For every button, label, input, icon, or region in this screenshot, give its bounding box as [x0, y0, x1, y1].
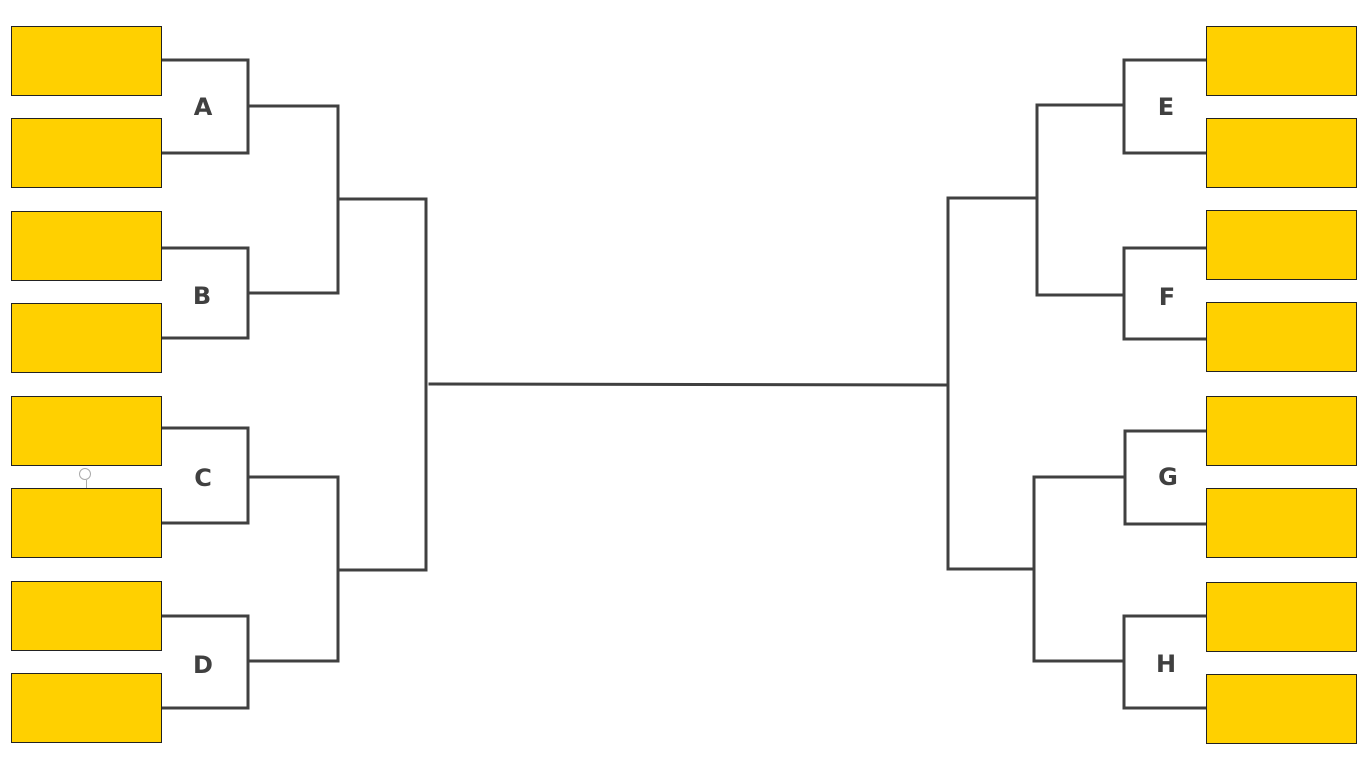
team-slot-left-1[interactable]	[11, 26, 162, 96]
bracket-label-f: F	[1158, 283, 1176, 311]
team-slot-right-5[interactable]	[1206, 396, 1357, 466]
bracket-label-b: B	[192, 282, 212, 310]
team-slot-left-8[interactable]	[11, 673, 162, 743]
team-slot-right-6[interactable]	[1206, 488, 1357, 558]
bracket-label-c: C	[194, 464, 212, 492]
team-slot-left-4[interactable]	[11, 303, 162, 373]
bracket-label-g: G	[1158, 463, 1178, 491]
bracket-label-h: H	[1155, 650, 1177, 678]
rotate-handle-line	[86, 480, 87, 488]
team-slot-right-8[interactable]	[1206, 674, 1357, 744]
team-slot-left-5[interactable]	[11, 396, 162, 466]
team-slot-right-3[interactable]	[1206, 210, 1357, 280]
team-slot-right-7[interactable]	[1206, 582, 1357, 652]
final-line	[428, 382, 950, 387]
team-slot-left-6[interactable]	[11, 488, 162, 558]
bracket-label-d: D	[193, 651, 213, 679]
team-slot-left-7[interactable]	[11, 581, 162, 651]
team-slot-right-4[interactable]	[1206, 302, 1357, 372]
bracket-label-a: A	[193, 93, 213, 121]
team-slot-right-1[interactable]	[1206, 26, 1357, 96]
team-slot-right-2[interactable]	[1206, 118, 1357, 188]
team-slot-left-3[interactable]	[11, 211, 162, 281]
team-slot-left-2[interactable]	[11, 118, 162, 188]
bracket-label-e: E	[1157, 93, 1175, 121]
rotate-handle-icon[interactable]	[79, 468, 91, 480]
